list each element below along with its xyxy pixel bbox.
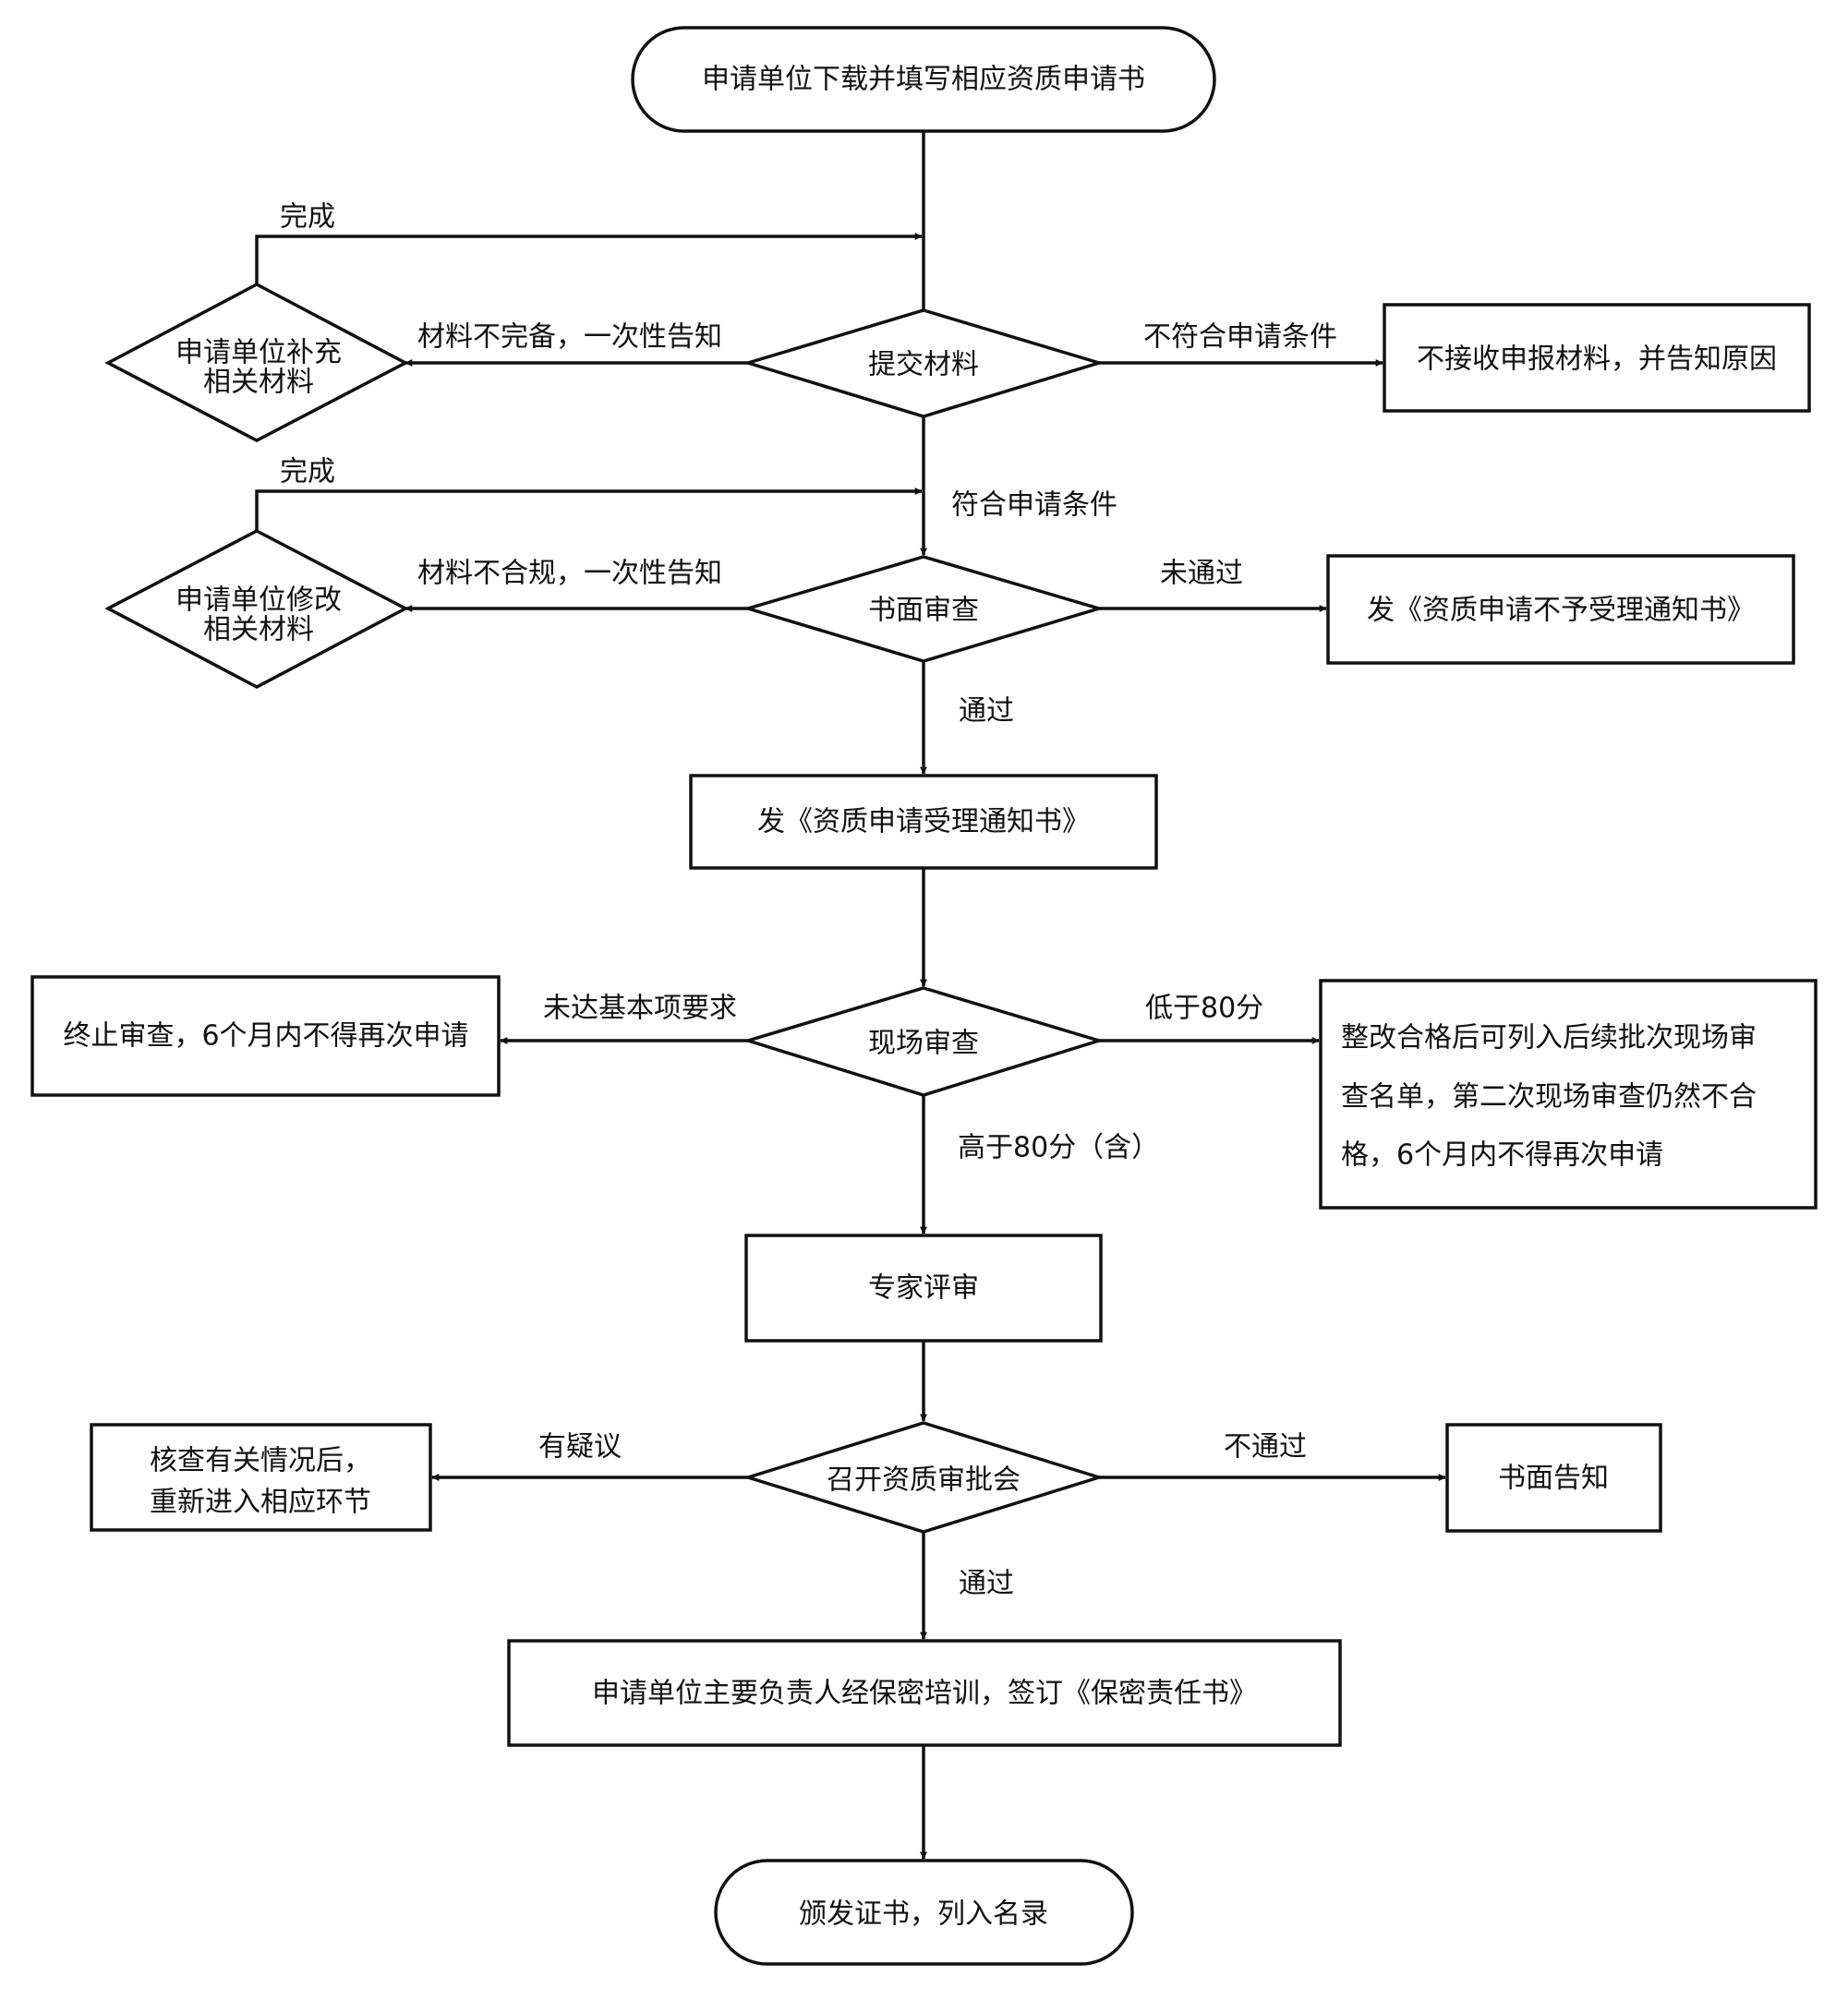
accepted-notice-box: 发《资质申请受理通知书》 (689, 774, 1158, 870)
label-done-1: 完成 (280, 201, 335, 234)
recheck-label-line2: 重新进入相应环节 (150, 1487, 371, 1519)
label-incomplete: 材料不完备，一次性告知 (417, 321, 722, 354)
label-written-passed: 通过 (959, 695, 1014, 728)
rectify-label-line1: 整改合格后可列入后续批次现场审 (1341, 1022, 1757, 1054)
rectify-label-line3: 格，6个月内不得再次申请 (1341, 1139, 1663, 1172)
label-meeting-passed: 通过 (959, 1568, 1014, 1600)
expert-review-label: 专家评审 (868, 1272, 979, 1305)
recheck-box: 核查有关情况后， 重新进入相应环节 (90, 1423, 432, 1532)
written-review-label: 书面审查 (868, 595, 979, 627)
terminate-label: 终止审查，6个月内不得再次申请 (63, 1020, 468, 1053)
arrow-supplement-done (255, 233, 923, 284)
onsite-review-decision: 现场审查 (743, 986, 1105, 1097)
accepted-notice-label: 发《资质申请受理通知书》 (757, 806, 1090, 838)
submit-decision: 提交材料 (742, 308, 1105, 418)
approval-meeting-label: 召开资质审批会 (827, 1464, 1021, 1497)
reject-materials-label: 不接收申报材料，并告知原因 (1417, 343, 1777, 376)
recheck-label-line1: 核查有关情况后， (150, 1445, 371, 1477)
rectify-box: 整改合格后可列入后续批次现场审 查名单，第二次现场审查仍然不合 格，6个月内不得… (1319, 979, 1818, 1210)
issue-certificate-node: 颁发证书，列入名录 (714, 1859, 1134, 1966)
reject-materials-box: 不接收申报材料，并告知原因 (1383, 303, 1811, 413)
written-review-decision: 书面审查 (742, 555, 1105, 663)
training-box: 申请单位主要负责人经保密培训，签订《保密责任书》 (507, 1639, 1342, 1747)
submit-label: 提交材料 (868, 349, 979, 381)
label-written-failed: 未通过 (1160, 558, 1243, 590)
onsite-review-label: 现场审查 (868, 1028, 979, 1060)
label-done-2: 完成 (280, 456, 335, 488)
training-label: 申请单位主要负责人经保密培训，签订《保密责任书》 (592, 1678, 1257, 1710)
start-node: 申请单位下载并填写相应资质申请书 (631, 26, 1216, 133)
written-notice-box: 书面告知 (1445, 1423, 1662, 1533)
expert-review-box: 专家评审 (744, 1234, 1103, 1343)
label-non-compliant: 材料不合规，一次性告知 (417, 558, 722, 590)
supplement-label-line1: 申请单位补充 (175, 337, 342, 369)
edge-labels: 完成 材料不完备，一次性告知 不符合申请条件 完成 符合申请条件 材料不合规，一… (280, 201, 1337, 1600)
arrow-modify-done (255, 488, 923, 531)
connectors (255, 131, 1446, 1860)
supplement-decision: 申请单位补充 相关材料 (104, 283, 409, 442)
label-meeting-failed: 不通过 (1224, 1431, 1307, 1464)
start-label: 申请单位下载并填写相应资质申请书 (702, 64, 1145, 96)
modify-label-line2: 相关材料 (203, 614, 314, 646)
approval-meeting-decision: 召开资质审批会 (743, 1421, 1105, 1534)
label-doubt: 有疑议 (538, 1431, 622, 1464)
written-notice-label: 书面告知 (1498, 1463, 1609, 1495)
label-not-eligible: 不符合申请条件 (1143, 321, 1337, 354)
rectify-label-line2: 查名单，第二次现场审查仍然不合 (1341, 1081, 1757, 1114)
not-accepted-notice-box: 发《资质申请不予受理通知书》 (1326, 554, 1795, 665)
label-basic-not-met: 未达基本项要求 (543, 993, 737, 1025)
label-below-80: 低于80分 (1145, 993, 1263, 1025)
issue-certificate-label: 颁发证书，列入名录 (799, 1898, 1048, 1931)
modify-label-line1: 申请单位修改 (175, 584, 342, 617)
modify-decision: 申请单位修改 相关材料 (104, 529, 409, 689)
supplement-label-line2: 相关材料 (203, 367, 314, 399)
label-above-80: 高于80分（含） (958, 1132, 1159, 1164)
terminate-box: 终止审查，6个月内不得再次申请 (30, 975, 501, 1097)
not-accepted-notice-label: 发《资质申请不予受理通知书》 (1367, 595, 1755, 627)
label-eligible: 符合申请条件 (951, 489, 1117, 522)
